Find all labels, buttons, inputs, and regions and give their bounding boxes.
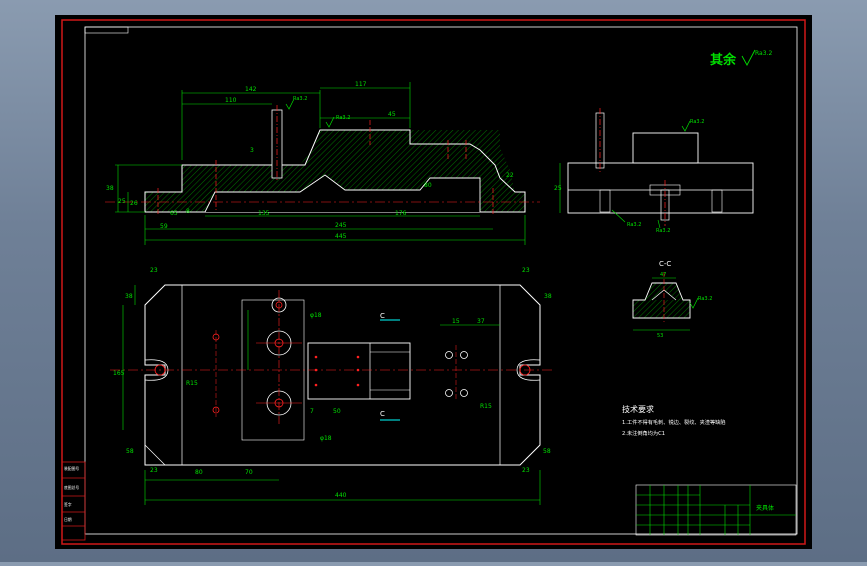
left-strip: [61, 461, 86, 541]
dim-3: 3: [250, 147, 254, 154]
plan-dim-23-bl: 23: [150, 467, 158, 474]
side-view: 25 Ra3.2 Ra3.2 Ra3.2: [554, 108, 754, 234]
plan-dim-70: 70: [245, 469, 253, 476]
dim-117: 117: [355, 81, 367, 88]
plan-dim-23-tl: 23: [150, 267, 158, 274]
plan-hole-phi18-b: φ18: [320, 435, 332, 442]
section-mark-top: C: [380, 312, 385, 320]
plan-dim-165: 165: [113, 370, 125, 377]
front-roughness: Ra3.2 Ra3.2: [285, 96, 350, 128]
dim-25: 25: [118, 198, 126, 205]
tech-req-title: 技术要求: [622, 404, 654, 414]
tech-req-line-1: 1.工件不得有毛刺、锐边、裂纹、夹渣等缺陷: [622, 418, 726, 426]
front-outline: [144, 129, 526, 213]
strip-text-3: 签字: [64, 502, 72, 507]
drawing-sheet: [55, 15, 812, 549]
outer-frame: [61, 19, 806, 545]
dim-80: 80: [424, 182, 432, 189]
side-roughness-3: Ra3.2: [656, 228, 670, 234]
plan-dim-80: 80: [195, 469, 203, 476]
side-roughness-2: Ra3.2: [627, 222, 641, 228]
inner-frame: [84, 26, 798, 535]
front-view: 142 117 110 3 45 38 25 26 8 65 135 176 5…: [105, 81, 540, 245]
plan-dim-58-r: 58: [543, 448, 551, 455]
dim-38: 38: [106, 185, 114, 192]
technical-requirements: 技术要求 1.工件不得有毛刺、锐边、裂纹、夹渣等缺陷 2.未注倒角均为C1: [622, 404, 726, 437]
plan-dim-r15-r: R15: [480, 403, 492, 410]
front-roughness-2: Ra3.2: [336, 115, 350, 121]
section-roughness: Ra3.2: [698, 296, 712, 302]
dim-59: 59: [160, 223, 168, 230]
plan-dim-15: 15: [452, 318, 460, 325]
plan-dim-37: 37: [477, 318, 485, 325]
strip-text-4: 日期: [64, 517, 72, 522]
dim-110: 110: [225, 97, 237, 104]
title-block-title: 夹具体: [756, 504, 774, 512]
plan-dim-440: 440: [335, 492, 347, 499]
strip-text-2: 底图总号: [64, 485, 79, 490]
plan-view: C C 23 23 38 38 23 23 58 58 80 70 165 44: [110, 267, 555, 505]
front-cavity: [204, 174, 481, 213]
roughness-note: 其余 Ra3.2: [710, 49, 772, 68]
strip-text-1: 装配图号: [64, 466, 79, 471]
plan-dim-r15-l: R15: [186, 380, 198, 387]
corner-tag: [84, 26, 129, 34]
front-roughness-1: Ra3.2: [293, 96, 307, 102]
section-dim-53: 53: [657, 333, 663, 339]
plan-dim-23-br: 23: [522, 467, 530, 474]
dim-65: 65: [170, 210, 178, 217]
dim-142: 142: [245, 86, 257, 93]
plan-hole-phi18-a: φ18: [310, 312, 322, 319]
dim-45: 45: [388, 111, 396, 118]
plan-dim-38-l: 38: [125, 293, 133, 300]
title-block: [635, 484, 797, 536]
roughness-note-label: 其余: [710, 52, 737, 68]
plan-dim-23-tr: 23: [522, 267, 530, 274]
plan-dim-58-l: 58: [126, 448, 134, 455]
side-roughness-1: Ra3.2: [690, 119, 704, 125]
dim-8: 8: [186, 208, 190, 215]
section-cc-label: C-C: [659, 260, 671, 268]
roughness-symbol-icon: [741, 49, 756, 66]
dim-176: 176: [395, 210, 407, 217]
side-dim-25: 25: [554, 185, 562, 192]
dim-445: 445: [335, 233, 347, 240]
dim-26: 26: [130, 200, 138, 207]
dim-22: 22: [506, 172, 514, 179]
tech-req-line-2: 2.未注倒角均为C1: [622, 429, 665, 437]
section-mark-bottom: C: [380, 410, 385, 418]
plan-dim-50: 50: [333, 408, 341, 415]
plan-dim-7: 7: [310, 408, 314, 415]
section-cc: C-C 47 53 Ra3.2: [632, 260, 712, 339]
dim-135: 135: [258, 210, 270, 217]
plan-dim-38-r: 38: [544, 293, 552, 300]
dim-245: 245: [335, 222, 347, 229]
roughness-note-value: Ra3.2: [755, 50, 772, 57]
section-dim-47: 47: [660, 272, 666, 278]
